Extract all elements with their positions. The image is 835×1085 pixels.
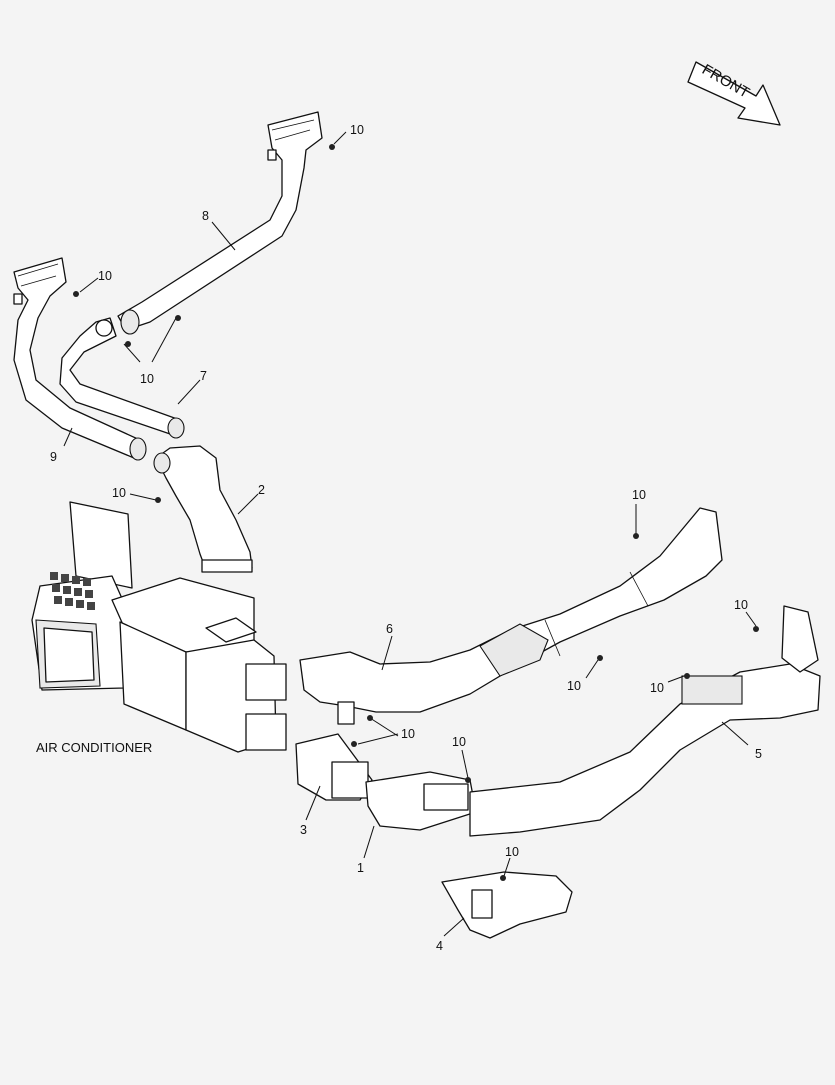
callout-6: 6 — [386, 622, 393, 636]
front-arrow-icon — [687, 61, 781, 126]
callout-10: 10 — [350, 123, 364, 137]
duct-7 — [59, 317, 185, 439]
screw-icon — [367, 715, 373, 721]
screw-icon — [351, 741, 357, 747]
air-conditioner-unit — [31, 501, 287, 753]
screw-icon — [125, 341, 131, 347]
connector-2 — [153, 445, 253, 573]
duct-3 — [295, 733, 373, 801]
air-conditioner-label: AIR CONDITIONER — [36, 740, 152, 755]
callout-10: 10 — [505, 845, 519, 859]
duct-6 — [299, 507, 723, 725]
duct-5 — [469, 605, 821, 837]
callout-10: 10 — [98, 269, 112, 283]
callout-9: 9 — [50, 450, 57, 464]
callout-10: 10 — [734, 598, 748, 612]
leader-lines — [63, 131, 757, 937]
callout-7: 7 — [200, 369, 207, 383]
callout-10: 10 — [401, 727, 415, 741]
grill-icon — [50, 572, 95, 610]
screw-icon — [500, 875, 506, 881]
callout-1: 1 — [357, 861, 364, 875]
screw-icon — [73, 291, 79, 297]
screw-icon — [684, 673, 690, 679]
duct-9 — [13, 257, 147, 461]
callout-10: 10 — [112, 486, 126, 500]
screw-icon — [465, 777, 471, 783]
screw-icon — [597, 655, 603, 661]
screw-icon — [175, 315, 181, 321]
screw-icon — [329, 144, 335, 150]
callout-2: 2 — [258, 483, 265, 497]
duct-8 — [117, 111, 323, 335]
callout-10: 10 — [140, 372, 154, 386]
callout-10: 10 — [567, 679, 581, 693]
callout-10: 10 — [650, 681, 664, 695]
callout-10: 10 — [632, 488, 646, 502]
callout-10: 10 — [452, 735, 466, 749]
screw-icon — [753, 626, 759, 632]
screw-icon — [633, 533, 639, 539]
screw-icon-group — [73, 144, 759, 881]
screw-icon — [155, 497, 161, 503]
callout-5: 5 — [755, 747, 762, 761]
duct-1 — [365, 771, 477, 831]
callout-4: 4 — [436, 939, 443, 953]
callout-3: 3 — [300, 823, 307, 837]
callout-8: 8 — [202, 209, 209, 223]
duct-4 — [441, 871, 573, 939]
